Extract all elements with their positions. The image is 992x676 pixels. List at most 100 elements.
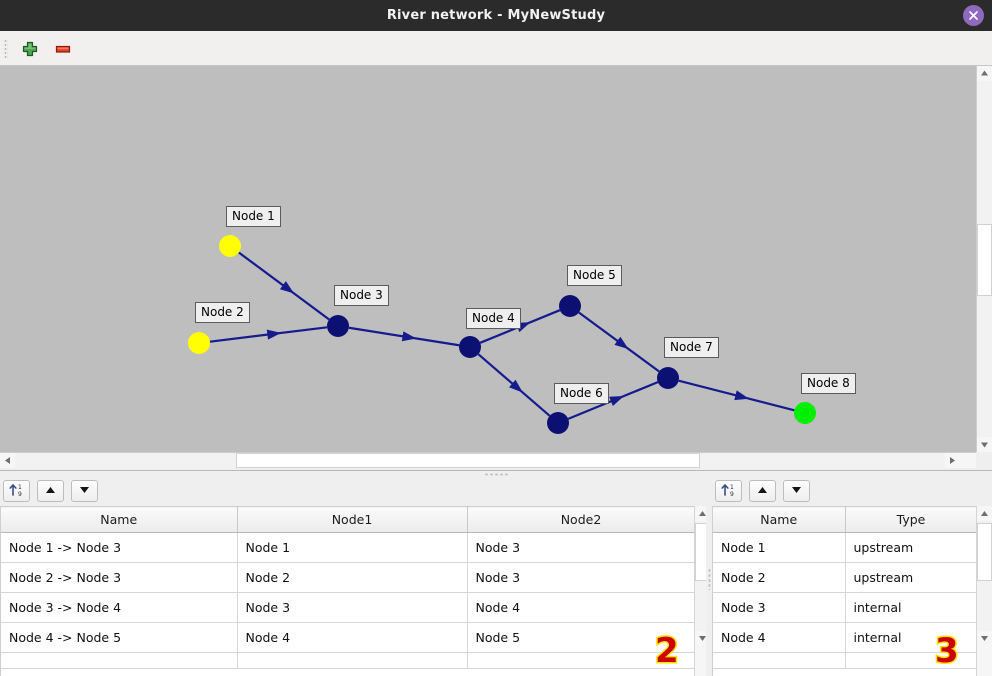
nodes-empty-row — [713, 652, 976, 669]
annotation-marker-3: 3 — [934, 630, 961, 673]
sort-ascending-icon[interactable]: 1 9 — [715, 480, 742, 502]
graph-node-node-7[interactable] — [657, 367, 679, 389]
nodes-cell[interactable]: internal — [845, 622, 976, 653]
node-label-node-6[interactable]: Node 6 — [554, 383, 609, 404]
reaches-cell[interactable]: Node 3 — [237, 592, 468, 623]
nodes-scroll-down-arrow[interactable] — [977, 631, 992, 646]
reaches-cell[interactable]: Node 4 — [237, 622, 468, 653]
scroll-down-arrow[interactable] — [977, 437, 992, 452]
svg-text:1: 1 — [730, 484, 734, 491]
graph-node-node-2[interactable] — [188, 332, 210, 354]
node-label-node-5[interactable]: Node 5 — [567, 265, 622, 286]
reaches-column-header-name[interactable]: Name — [1, 506, 238, 533]
edge-arrow-icon — [509, 379, 523, 393]
toolbar-drag-handle[interactable] — [4, 39, 8, 59]
nodes-scroll-up-arrow[interactable] — [977, 506, 992, 521]
graph-node-node-6[interactable] — [547, 412, 569, 434]
panes-divider-grip[interactable] — [708, 568, 711, 590]
edge-arrow-icon — [614, 336, 629, 350]
move-down-icon[interactable] — [71, 480, 98, 502]
panes-divider[interactable] — [706, 476, 712, 676]
splitter-grip[interactable] — [484, 473, 510, 476]
horizontal-splitter[interactable] — [0, 470, 992, 476]
network-graph — [188, 235, 816, 434]
scroll-right-arrow[interactable] — [945, 453, 960, 468]
edge-arrow-icon — [609, 396, 624, 406]
node-label-node-7[interactable]: Node 7 — [664, 337, 719, 358]
add-node-icon[interactable] — [19, 38, 41, 60]
node-label-node-4[interactable]: Node 4 — [466, 308, 521, 329]
reaches-cell[interactable]: Node 4 — [467, 592, 694, 623]
splitter-line — [0, 470, 992, 471]
nodes-cell[interactable]: upstream — [845, 532, 976, 563]
move-up-icon[interactable] — [37, 480, 64, 502]
nodes-column-header-type[interactable]: Type — [845, 506, 976, 533]
nodes-toolbar: 1 9 — [712, 476, 992, 506]
edge-arrow-icon — [279, 281, 295, 294]
reaches-cell[interactable]: Node 5 — [467, 622, 694, 653]
canvas-horizontal-scrollbar[interactable] — [0, 452, 976, 468]
nodes-cell[interactable]: Node 1 — [713, 532, 846, 563]
nodes-cell[interactable]: Node 4 — [713, 622, 846, 653]
network-canvas[interactable]: Node 1 Node 2 Node 3 Node 4 Node 5 Node 6 Node… — [0, 66, 976, 452]
nodes-cell[interactable]: internal — [845, 592, 976, 623]
nodes-empty-cell — [845, 652, 976, 669]
reaches-cell[interactable]: Node 1 -> Node 3 — [1, 532, 238, 563]
graph-node-node-1[interactable] — [219, 235, 241, 257]
reaches-column-header-node2[interactable]: Node2 — [467, 506, 694, 533]
node-label-node-2[interactable]: Node 2 — [195, 302, 250, 323]
sort-ascending-icon[interactable]: 1 9 — [3, 480, 30, 502]
graph-node-node-3[interactable] — [327, 315, 349, 337]
annotation-marker-2: 2 — [654, 630, 681, 673]
scroll-left-arrow[interactable] — [0, 453, 15, 468]
node-label-node-8[interactable]: Node 8 — [801, 373, 856, 394]
move-up-icon[interactable] — [749, 480, 776, 502]
move-down-icon[interactable] — [783, 480, 810, 502]
reaches-cell[interactable]: Node 1 — [237, 532, 468, 563]
nodes-column-header-name[interactable]: Name — [713, 506, 846, 533]
graph-node-node-4[interactable] — [459, 336, 481, 358]
reaches-empty-row — [1, 652, 694, 669]
reaches-cell[interactable]: Node 3 — [467, 562, 694, 593]
canvas-vertical-scrollbar[interactable] — [976, 66, 992, 452]
canvas-hscroll-thumb[interactable] — [236, 453, 700, 468]
canvas-vscroll-thumb[interactable] — [977, 224, 992, 296]
reaches-empty-cell — [467, 652, 694, 669]
nodes-vscroll-thumb[interactable] — [977, 523, 992, 581]
edges-group — [209, 251, 795, 420]
reaches-cell[interactable]: Node 3 — [467, 532, 694, 563]
nodes-cell[interactable]: Node 2 — [713, 562, 846, 593]
reaches-cell[interactable]: Node 2 — [237, 562, 468, 593]
reaches-cell[interactable]: Node 3 -> Node 4 — [1, 592, 238, 623]
close-icon[interactable] — [963, 5, 984, 26]
svg-text:1: 1 — [18, 484, 22, 491]
graph-node-node-5[interactable] — [559, 295, 581, 317]
scroll-up-arrow[interactable] — [977, 66, 992, 81]
graph-node-node-8[interactable] — [794, 402, 816, 424]
node-label-node-3[interactable]: Node 3 — [334, 285, 389, 306]
nodes-cell[interactable]: upstream — [845, 562, 976, 593]
nodes-cell[interactable]: Node 3 — [713, 592, 846, 623]
reaches-column-header-node1[interactable]: Node1 — [237, 506, 468, 533]
reaches-cell[interactable]: Node 2 -> Node 3 — [1, 562, 238, 593]
diagram-panel: Node 1 Node 2 Node 3 Node 4 Node 5 Node 6 Node… — [0, 66, 992, 472]
remove-node-icon[interactable] — [52, 38, 74, 60]
node-label-node-1[interactable]: Node 1 — [226, 206, 281, 227]
nodes-vertical-scrollbar[interactable] — [976, 506, 992, 676]
reaches-cell[interactable]: Node 4 -> Node 5 — [1, 622, 238, 653]
